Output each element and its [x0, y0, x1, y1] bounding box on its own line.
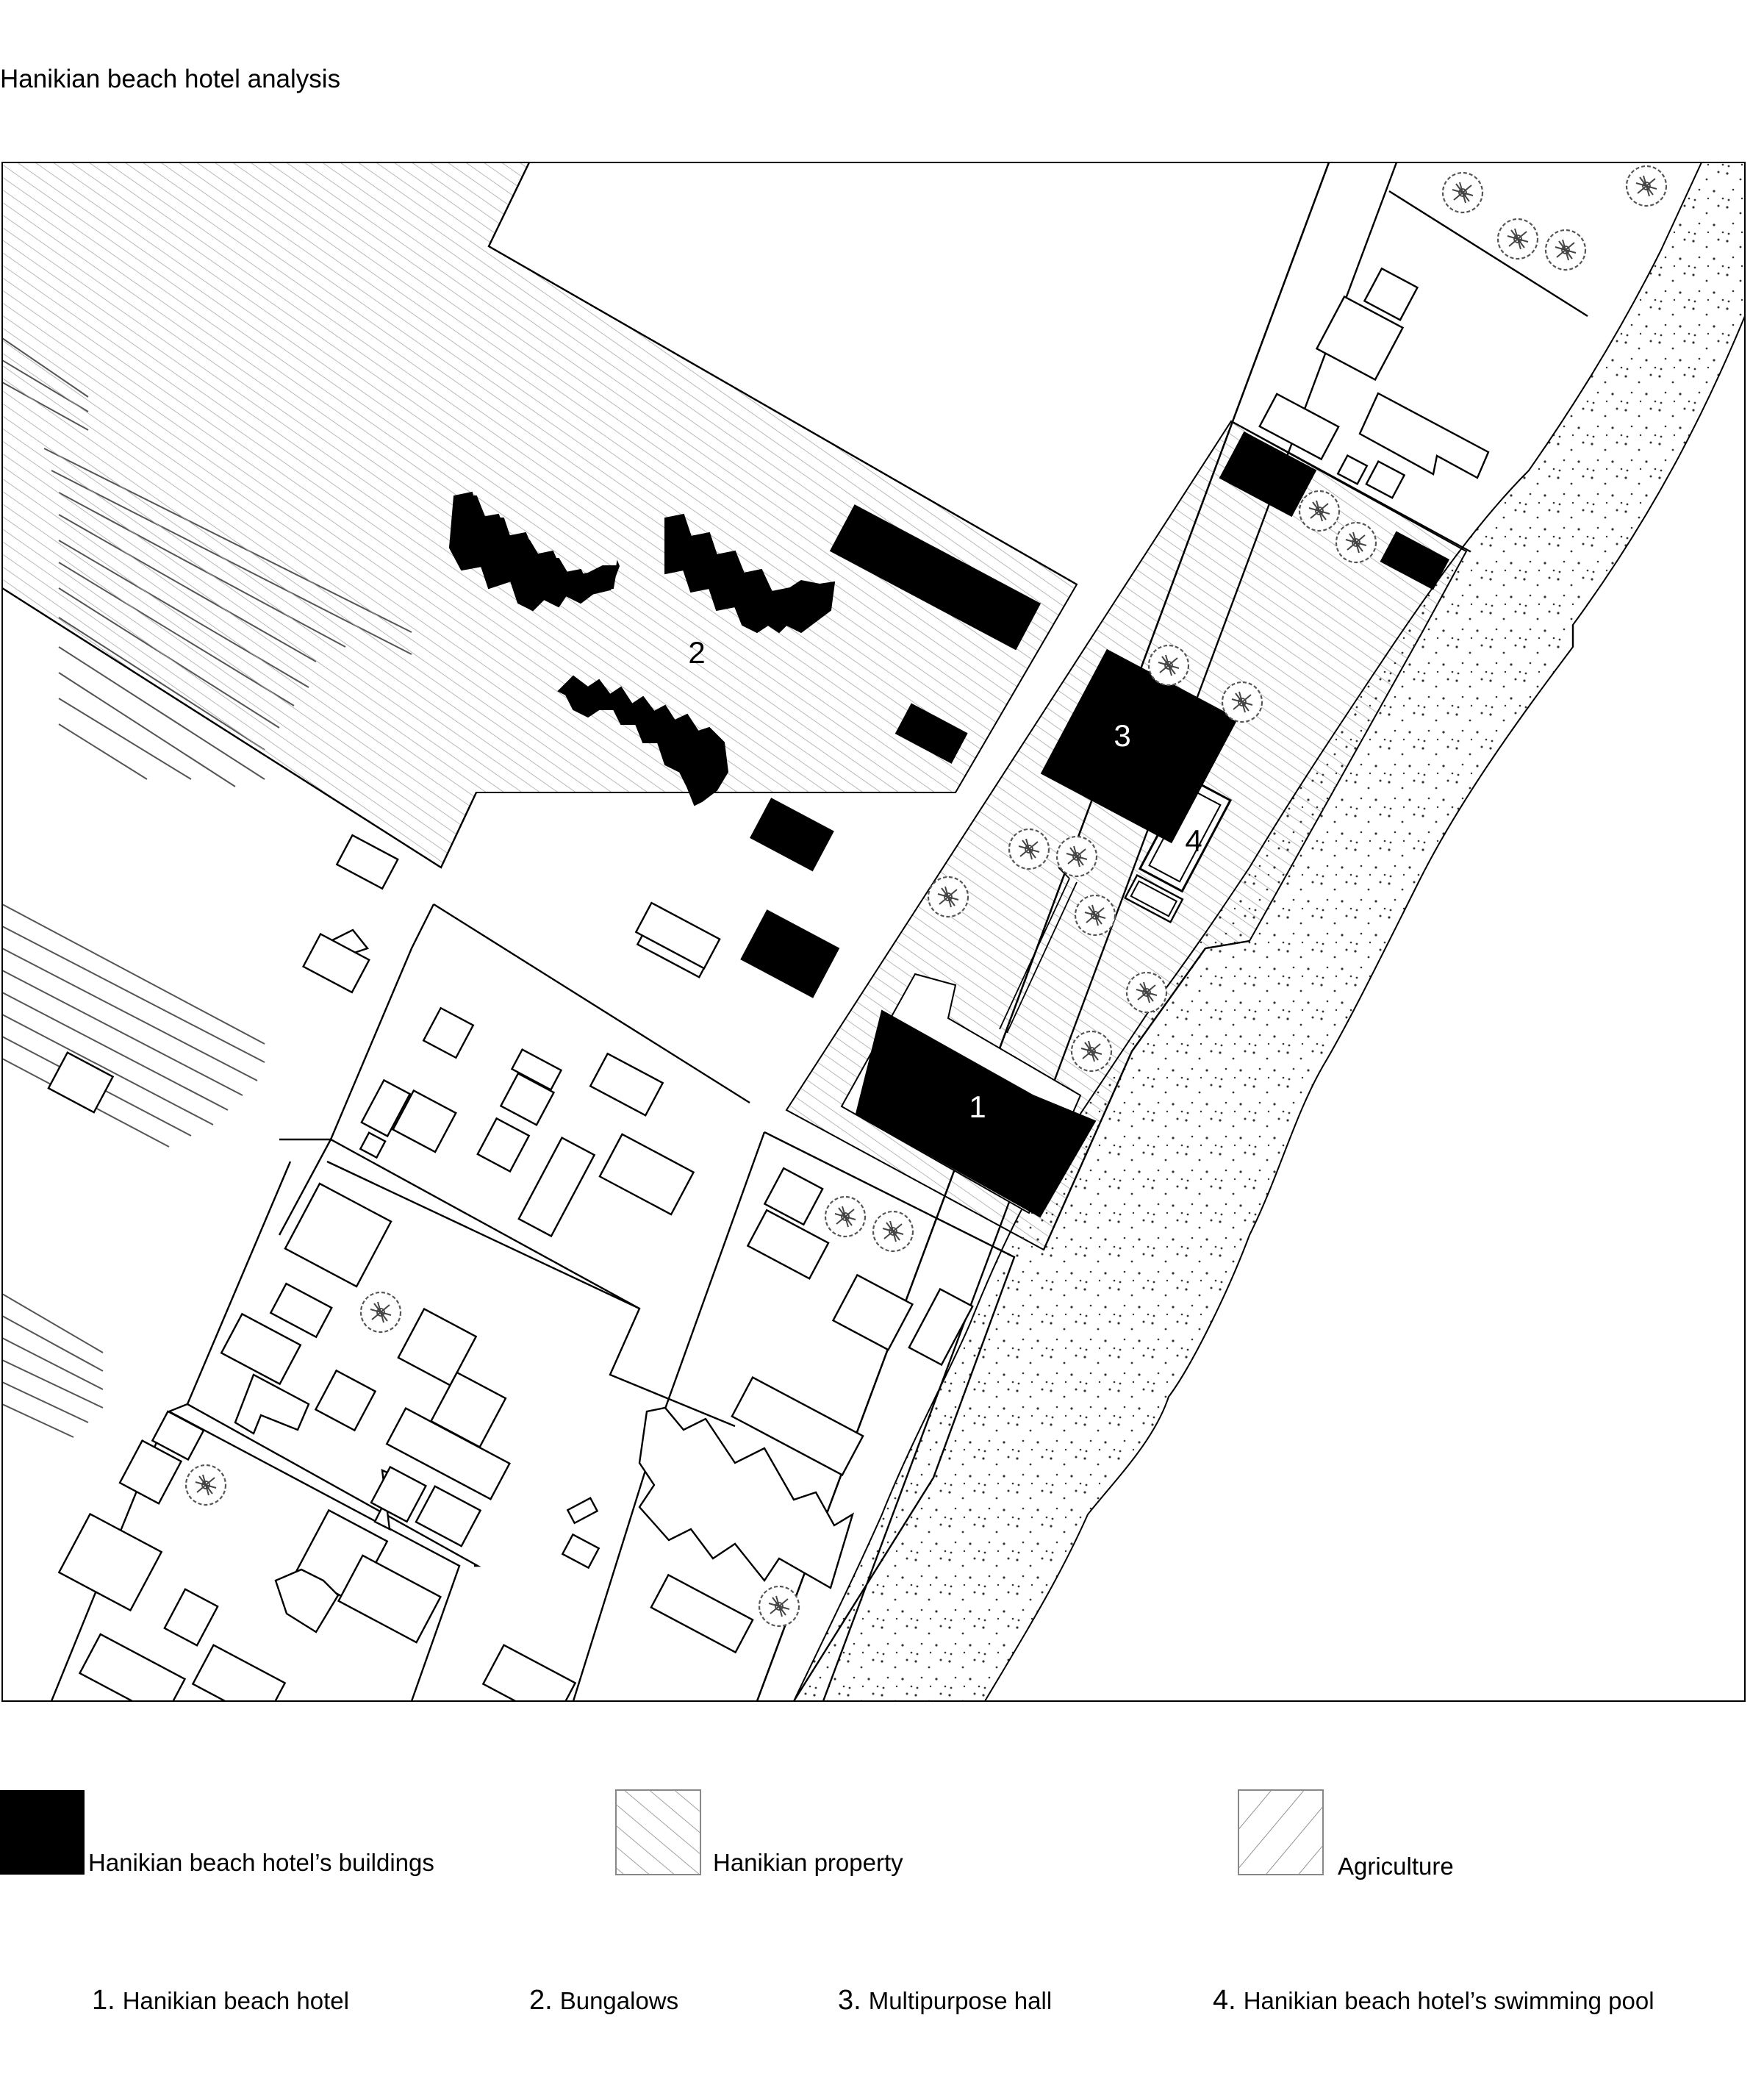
hotel-building-small-a: [894, 703, 968, 764]
key-text: Hanikian beach hotel: [122, 1987, 349, 2014]
beach-sand: [792, 162, 1745, 1701]
bungalow-row-1b: [448, 495, 619, 612]
map-frame: [1, 162, 1746, 1702]
key-item-3: 3. Multipurpose hall: [838, 1985, 1052, 2016]
key-item-2: 2.Bungalows: [529, 1985, 678, 2016]
key-text: Bungalows: [559, 1987, 679, 2014]
label-hall: 3: [1114, 718, 1130, 753]
legend-label-buildings: Hanikian beach hotel’s buildings: [88, 1849, 434, 1876]
key-number: 3.: [838, 1985, 861, 2016]
key-number: 1.: [92, 1985, 115, 2016]
key-item-4: 4. Hanikian beach hotel’s swimming pool: [1213, 1985, 1654, 2016]
legend-label-agriculture: Agriculture: [1338, 1853, 1454, 1880]
key-text: Hanikian beach hotel’s swimming pool: [1243, 1987, 1654, 2014]
hotel-building-small-c: [740, 909, 840, 998]
key-number: 2.: [529, 1985, 553, 2016]
hanikian-beach-hotel: [855, 1009, 1097, 1218]
legend-swatch-buildings: [0, 1790, 85, 1875]
key-item-1: 1. Hanikian beach hotel: [92, 1985, 349, 2016]
label-hotel: 1: [969, 1089, 986, 1124]
legend-swatch-property: [615, 1789, 701, 1875]
hotel-building-ne-a: [1219, 431, 1317, 518]
bungalow-row-2: [664, 513, 836, 634]
legend-swatch-agriculture: [1238, 1789, 1324, 1875]
bungalow-row-3: [557, 675, 729, 806]
page-title: Hanikian beach hotel analysis: [0, 65, 341, 93]
hotel-building-small-b: [750, 798, 834, 872]
key-text: Multipurpose hall: [868, 1987, 1053, 2014]
key-number: 4.: [1213, 1985, 1236, 2016]
hotel-building-ne-b: [1380, 531, 1449, 590]
hotel-building-3: [829, 504, 1041, 651]
hotel-buildings: [448, 431, 1449, 1218]
label-pool: 4: [1185, 823, 1202, 858]
legend-label-property: Hanikian property: [713, 1849, 903, 1876]
label-bungalows: 2: [688, 635, 705, 670]
